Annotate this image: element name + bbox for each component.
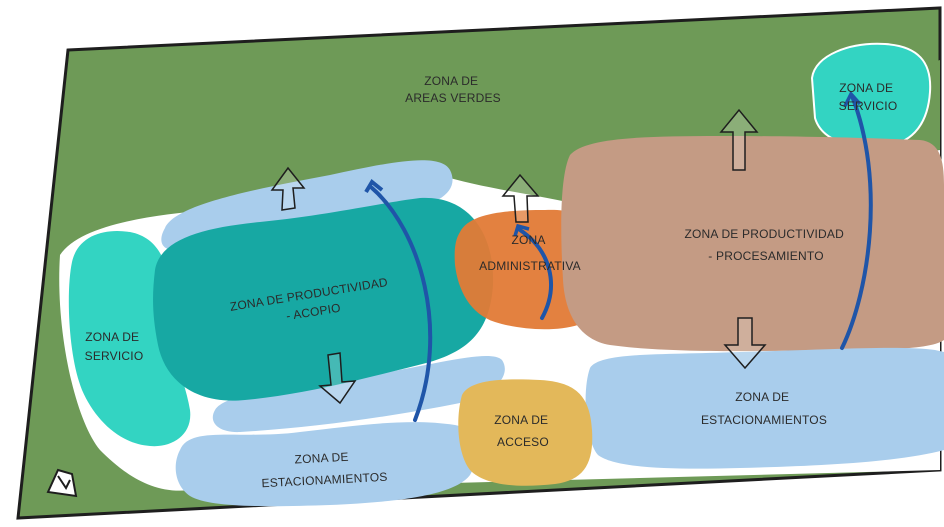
flow-arrow-procesamiento — [840, 90, 873, 350]
outline-arrow-up-procesamiento — [719, 108, 759, 171]
outline-arrow-down-acopio — [318, 352, 357, 405]
label-zona-productividad-procesamiento: ZONA DE PRODUCTIVIDAD - PROCESAMIENTO — [684, 227, 847, 263]
zone-blue-band-bottom — [212, 356, 505, 433]
flow-arrow-administrativa — [513, 223, 553, 320]
outline-arrow-down-procesamiento — [723, 317, 767, 370]
zone-acceso — [458, 379, 593, 486]
label-zona-estacionamientos-right: ZONA DE ESTACIONAMIENTOS — [701, 390, 827, 427]
zone-estacionamientos-right — [585, 347, 944, 469]
label-zona-estacionamientos-left: ZONA DE ESTACIONAMIENTOS — [260, 448, 388, 491]
outline-arrow-up-administrativa — [501, 173, 540, 223]
label-zona-areas-verdes: ZONA DE AREAS VERDES — [405, 74, 501, 105]
label-zona-acceso: ZONA DE ACCESO — [494, 413, 552, 449]
label-zona-administrativa: ZONA ADMINISTRATIVA — [479, 233, 581, 273]
flow-arrow-acopio — [364, 179, 433, 422]
zone-servicio-right — [810, 42, 932, 148]
outline-arrow-up-acopio — [270, 166, 306, 211]
zone-productividad-acopio — [153, 197, 494, 401]
zone-estacionamientos-left — [175, 422, 478, 507]
label-zona-servicio-right: ZONA DE SERVICIO — [839, 81, 898, 113]
compass-icon — [46, 468, 78, 498]
zone-productividad-procesamiento — [561, 136, 944, 352]
label-zona-servicio-left: ZONA DE SERVICIO — [85, 330, 144, 363]
